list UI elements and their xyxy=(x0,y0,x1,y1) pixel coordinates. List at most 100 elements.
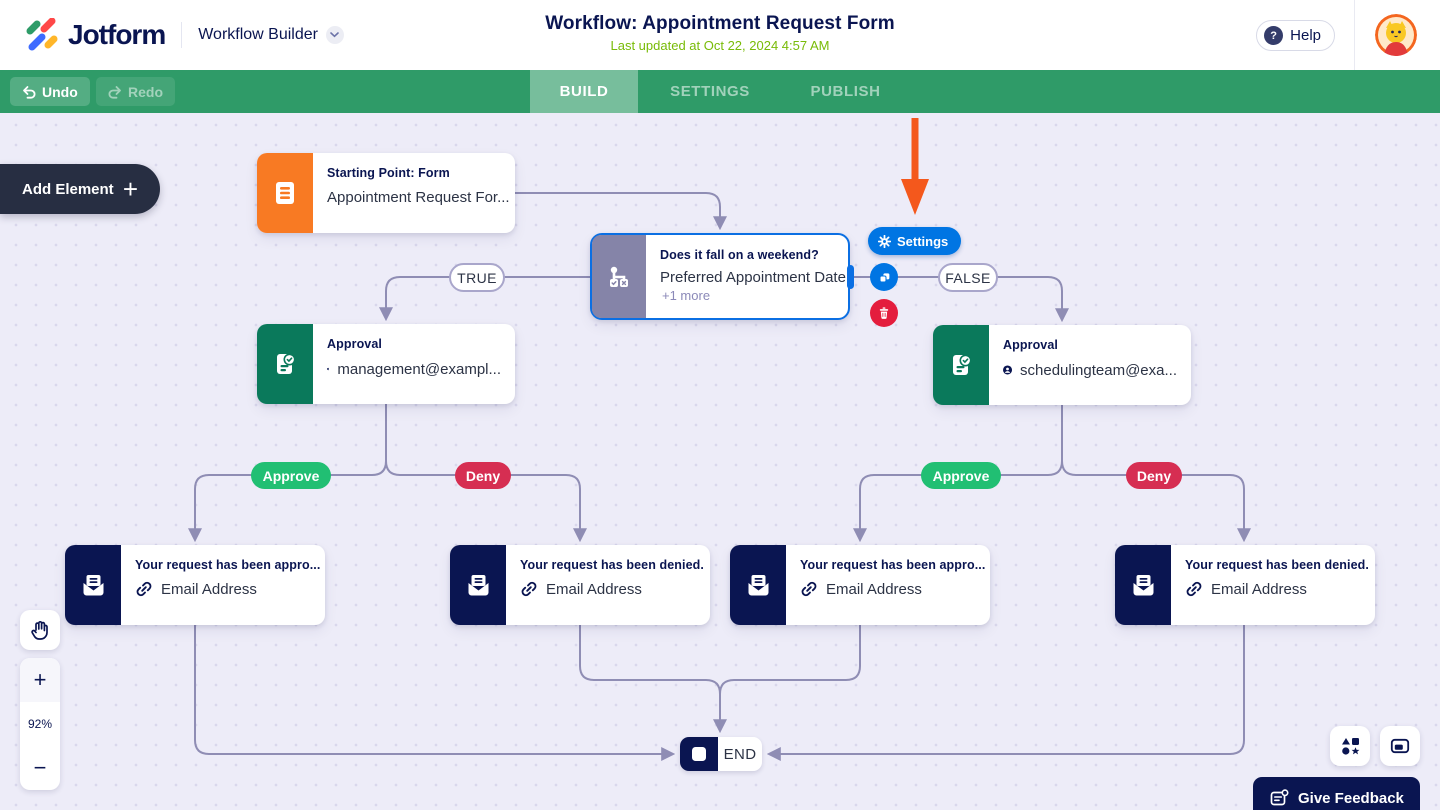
email-icon xyxy=(730,545,786,625)
node-condition[interactable]: Does it fall on a weekend? Preferred App… xyxy=(590,233,854,320)
node-title: Starting Point: Form xyxy=(327,166,450,180)
tab-build[interactable]: BUILD xyxy=(530,70,638,113)
redo-label: Redo xyxy=(128,83,163,100)
person-icon xyxy=(1003,365,1013,375)
logo-text: Jotform xyxy=(68,19,166,50)
chevron-down-icon[interactable] xyxy=(325,26,344,44)
undo-label: Undo xyxy=(42,83,78,100)
page-title: Workflow: Appointment Request Form xyxy=(545,13,895,34)
email-icon xyxy=(450,545,506,625)
node-title: Your request has been denied. xyxy=(520,558,704,572)
node-title: Does it fall on a weekend? xyxy=(660,248,819,262)
avatar[interactable] xyxy=(1375,14,1417,56)
gear-icon xyxy=(878,234,891,248)
zoom-controls: + 92% − xyxy=(20,658,60,790)
outcome-badge-deny: Deny xyxy=(1126,462,1182,489)
tab-publish[interactable]: PUBLISH xyxy=(810,83,881,100)
node-approval-scheduling[interactable]: Approval schedulingteam@exa... xyxy=(933,325,1191,405)
node-subtitle: Appointment Request For... xyxy=(327,189,510,206)
node-subtitle: Preferred Appointment Date xyxy=(660,269,846,286)
undo-button[interactable]: Undo xyxy=(10,77,90,106)
email-field-label: Email Address xyxy=(1211,580,1307,598)
help-label: Help xyxy=(1290,27,1321,44)
trash-icon xyxy=(879,307,889,319)
delete-button[interactable] xyxy=(870,299,898,327)
outcome-badge-approve: Approve xyxy=(251,462,331,489)
pan-tool-button[interactable] xyxy=(20,610,60,650)
node-title: Your request has been appro... xyxy=(800,558,986,572)
branch-label-false: FALSE xyxy=(938,263,998,292)
minimap-toggle-button[interactable] xyxy=(1380,726,1420,766)
toolbar: Undo Redo BUILD SETTINGS PUBLISH xyxy=(0,70,1440,113)
jotform-logo-icon xyxy=(26,18,58,51)
give-feedback-button[interactable]: Give Feedback xyxy=(1253,777,1420,810)
node-email-approved-1[interactable]: Your request has been appro... Email Add… xyxy=(65,545,325,625)
redo-button[interactable]: Redo xyxy=(96,77,175,106)
node-title: Approval xyxy=(1003,338,1058,352)
elements-panel-button[interactable] xyxy=(1330,726,1370,766)
approval-icon xyxy=(933,325,989,405)
shapes-icon xyxy=(1342,738,1360,755)
node-title: Approval xyxy=(327,337,382,351)
link-icon xyxy=(801,581,817,597)
link-icon xyxy=(136,581,152,597)
last-updated: Last updated at Oct 22, 2024 4:57 AM xyxy=(610,38,830,53)
form-icon xyxy=(257,153,313,233)
workflow-canvas[interactable]: Add Element + Starting Point: Form Appoi… xyxy=(0,113,1440,810)
app-name[interactable]: Workflow Builder xyxy=(198,26,318,43)
undo-icon xyxy=(23,85,36,99)
minimap-icon xyxy=(1390,738,1410,754)
node-title: Your request has been appro... xyxy=(135,558,321,572)
person-icon xyxy=(327,367,330,371)
connector-lines xyxy=(188,192,1251,761)
copy-icon xyxy=(878,272,889,283)
condition-icon xyxy=(592,235,646,318)
more-conditions-label: +1 more xyxy=(662,288,711,303)
node-end[interactable]: END xyxy=(680,737,762,771)
settings-label: Settings xyxy=(897,233,949,249)
workflow-title-block: Workflow: Appointment Request Form Last … xyxy=(545,13,895,53)
zoom-in-button[interactable]: + xyxy=(20,658,60,702)
add-element-label: Add Element xyxy=(22,180,114,198)
email-icon xyxy=(1115,545,1171,625)
mode-tabs: BUILD SETTINGS PUBLISH xyxy=(530,70,909,113)
hand-icon xyxy=(31,621,48,640)
link-icon xyxy=(1186,581,1202,597)
stop-icon xyxy=(680,737,718,771)
add-element-button[interactable]: Add Element + xyxy=(0,164,160,214)
email-field-label: Email Address xyxy=(161,580,257,598)
node-email-denied-2[interactable]: Your request has been denied. Email Addr… xyxy=(1115,545,1375,625)
assignee-email: management@exampl... xyxy=(337,360,501,378)
outcome-badge-deny: Deny xyxy=(455,462,511,489)
email-field-label: Email Address xyxy=(826,580,922,598)
email-icon xyxy=(65,545,121,625)
branch-label-true: TRUE xyxy=(449,263,505,292)
node-starting-point-form[interactable]: Starting Point: Form Appointment Request… xyxy=(257,153,515,233)
header: Jotform Workflow Builder Workflow: Appoi… xyxy=(0,0,1440,70)
avatar-cat-icon xyxy=(1375,14,1417,56)
feedback-icon xyxy=(1270,789,1289,806)
node-email-approved-2[interactable]: Your request has been appro... Email Add… xyxy=(730,545,990,625)
zoom-level: 92% xyxy=(27,717,53,731)
node-approval-management[interactable]: Approval management@exampl... xyxy=(257,324,515,404)
jotform-logo[interactable]: Jotform xyxy=(24,18,166,52)
node-email-denied-1[interactable]: Your request has been denied. Email Addr… xyxy=(450,545,710,625)
help-button[interactable]: ? Help xyxy=(1256,20,1335,51)
outcome-badge-approve: Approve xyxy=(921,462,1001,489)
redo-icon xyxy=(108,85,121,99)
connector-handle[interactable] xyxy=(847,264,854,289)
feedback-label: Give Feedback xyxy=(1298,789,1404,807)
zoom-out-button[interactable]: − xyxy=(33,755,47,780)
node-title: Your request has been denied. xyxy=(1185,558,1369,572)
email-field-label: Email Address xyxy=(546,580,642,598)
question-mark-icon: ? xyxy=(1264,26,1284,45)
approval-icon xyxy=(257,324,313,404)
link-icon xyxy=(521,581,537,597)
header-vertical-divider xyxy=(1354,0,1355,70)
settings-button[interactable]: Settings xyxy=(868,227,962,255)
header-divider xyxy=(181,22,183,48)
assignee-email: schedulingteam@exa... xyxy=(1020,361,1177,379)
tab-settings[interactable]: SETTINGS xyxy=(670,83,750,100)
duplicate-button[interactable] xyxy=(870,263,898,291)
